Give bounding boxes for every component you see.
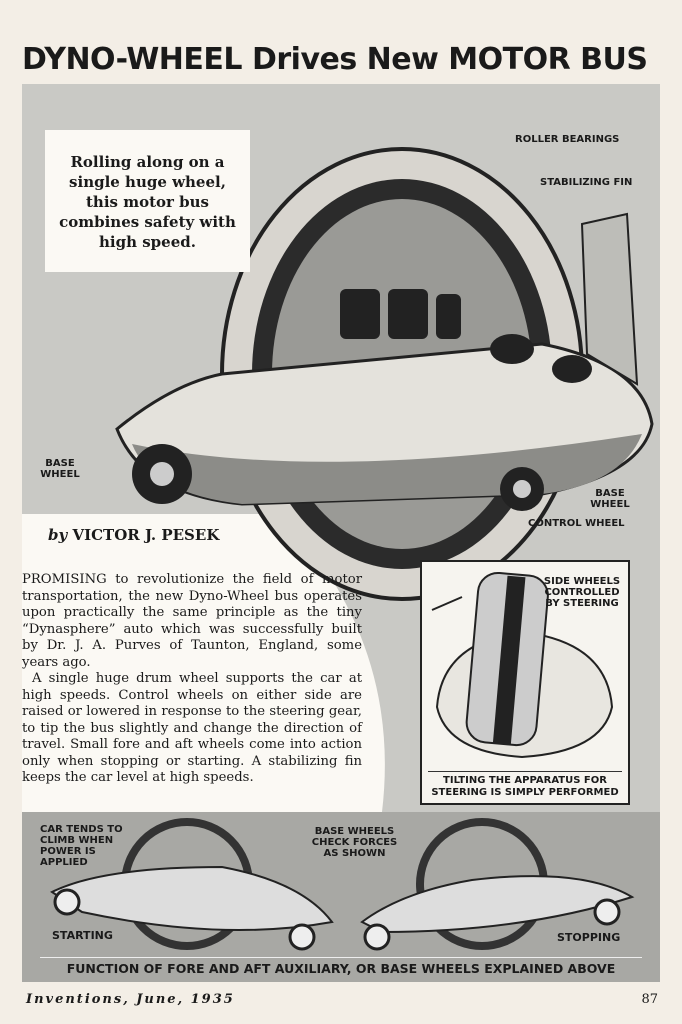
footer-source: Inventions, June, 1935	[26, 992, 235, 1007]
base-wheels-panel: CAR TENDS TO CLIMB WHEN POWER IS APPLIED…	[22, 812, 660, 982]
label-base-wheels-check: BASE WHEELS CHECK FORCES AS SHOWN	[311, 826, 398, 859]
steering-inset: SIDE WHEELS CONTROLLED BY STEERING TILTI…	[420, 560, 630, 805]
label-stabilizing-fin: STABILIZING FIN	[540, 177, 633, 188]
label-control-wheel: CONTROL WHEEL	[528, 518, 625, 529]
page-number: 87	[641, 992, 658, 1007]
label-side-wheels: SIDE WHEELS CONTROLLED BY STEERING	[543, 576, 621, 609]
label-base-wheel-right: BASE WHEEL	[590, 488, 630, 510]
label-starting: STARTING	[52, 929, 113, 942]
byline-author: VICTOR J. PESEK	[72, 526, 220, 544]
article-title: DYNO-WHEEL Drives New MOTOR BUS	[22, 42, 648, 77]
intro-caption: Rolling along on a single huge wheel, th…	[45, 130, 250, 272]
label-base-wheel: BASE WHEEL	[40, 458, 80, 480]
label-stopping: STOPPING	[557, 931, 621, 944]
label-car-climbs: CAR TENDS TO CLIMB WHEN POWER IS APPLIED	[40, 824, 123, 868]
article-body: PROMISING to revolutionize the field of …	[22, 572, 362, 787]
dyno-wheel-bus-drawing	[22, 147, 654, 812]
byline: by VICTOR J. PESEK	[48, 526, 219, 544]
byline-prefix: by	[48, 526, 68, 544]
steering-drawing	[431, 571, 614, 759]
inset-caption: TILTING THE APPARATUS FOR STEERING IS SI…	[428, 771, 622, 799]
main-illustration	[22, 84, 660, 812]
label-roller-bearings: ROLLER BEARINGS	[515, 134, 620, 145]
starting-stopping-drawing	[50, 818, 635, 951]
paragraph: PROMISING to revolutionize the field of …	[22, 572, 362, 670]
panel-caption: FUNCTION OF FORE AND AFT AUXILIARY, OR B…	[40, 957, 642, 976]
paragraph: A single huge drum wheel supports the ca…	[22, 671, 362, 785]
